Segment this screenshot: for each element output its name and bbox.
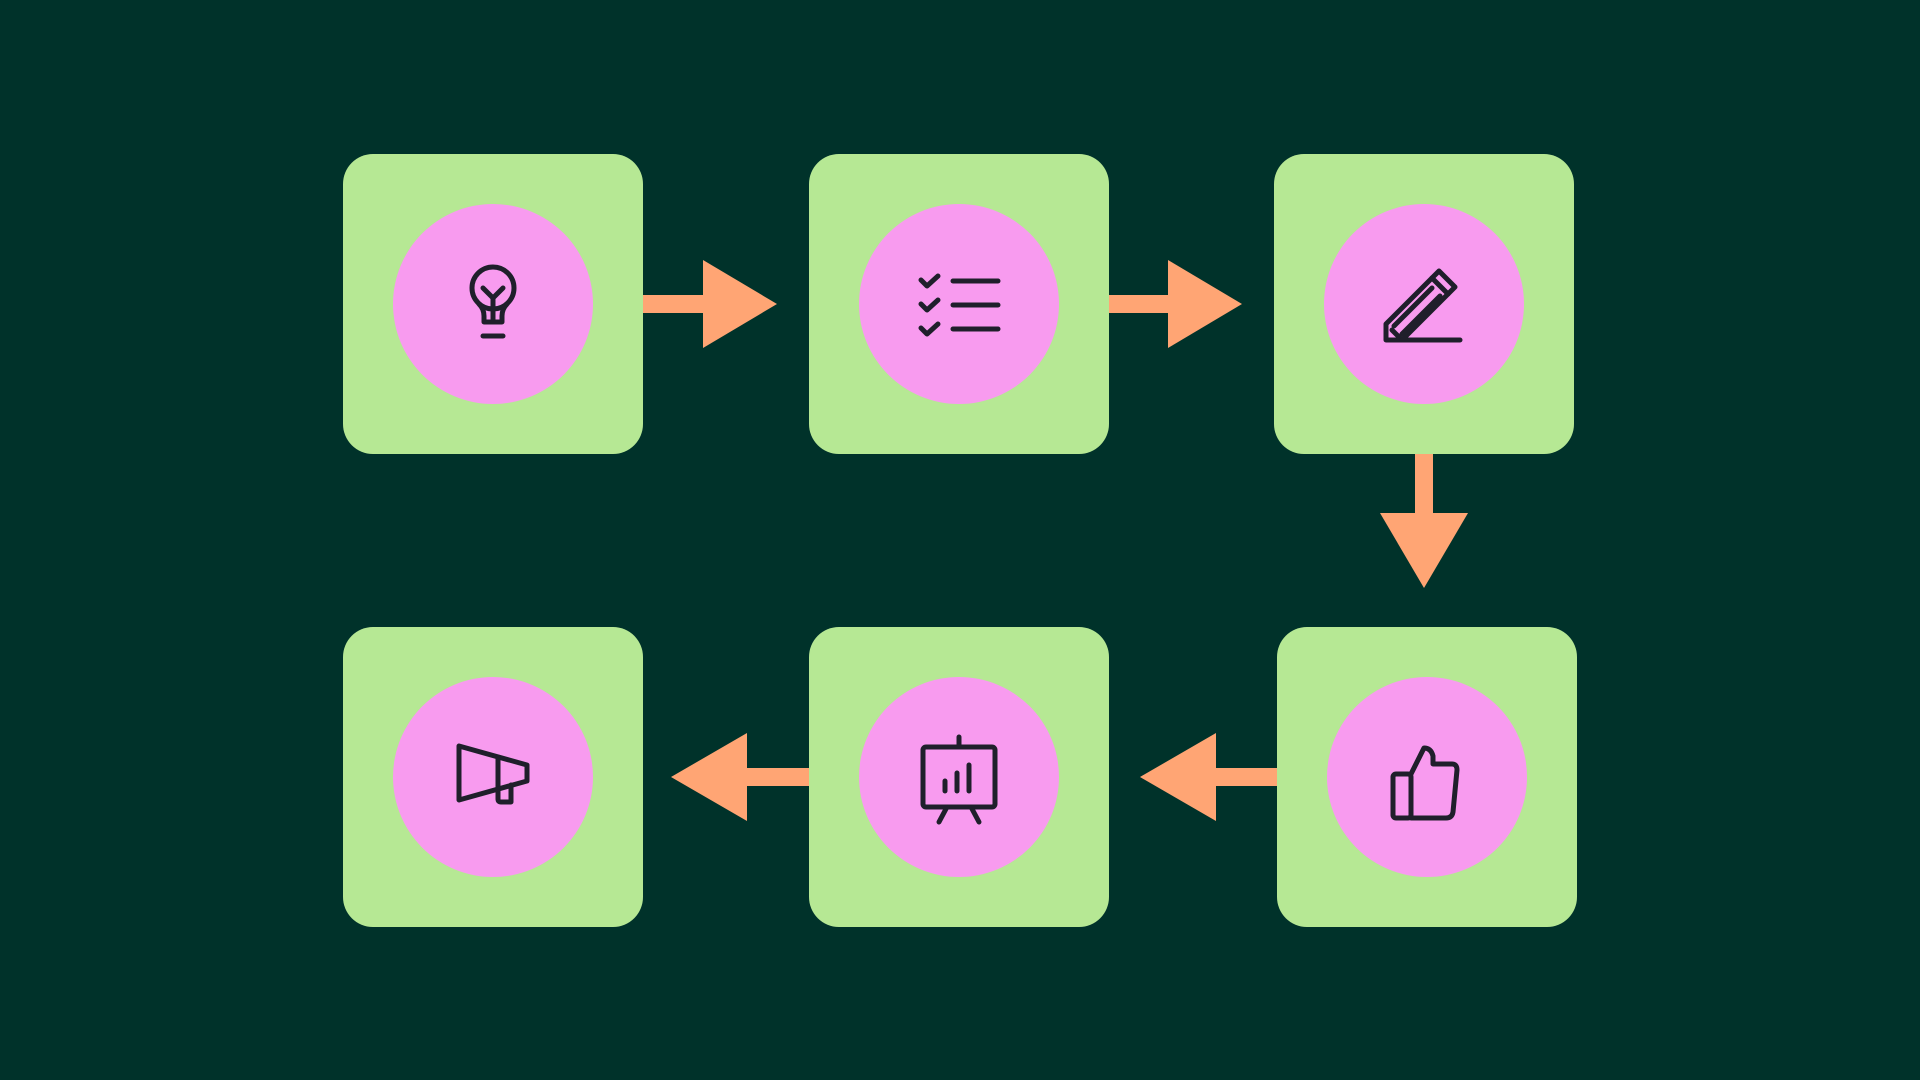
step-card-announce — [343, 627, 643, 927]
step-icon-circle — [859, 677, 1059, 877]
arrow-step-5-to-6 — [671, 733, 810, 821]
arrow-step-4-to-5 — [1140, 733, 1278, 821]
arrow-step-3-to-4 — [1380, 454, 1468, 588]
step-icon-circle — [393, 677, 593, 877]
arrow-step-1-to-2 — [643, 260, 777, 348]
presentation-board-icon — [920, 734, 998, 825]
step-card-idea — [343, 154, 643, 454]
step-card-checklist — [809, 154, 1109, 454]
step-card-write — [1274, 154, 1574, 454]
arrow-step-2-to-3 — [1108, 260, 1242, 348]
megaphone-icon — [456, 743, 530, 805]
step-icon-circle — [1324, 204, 1524, 404]
checklist-icon — [918, 273, 1001, 337]
step-icon-circle — [1327, 677, 1527, 877]
step-icon-circle — [859, 204, 1059, 404]
thumbs-up-icon — [1390, 745, 1460, 821]
lightbulb-icon — [469, 264, 517, 339]
step-card-approve — [1277, 627, 1577, 927]
step-card-present — [809, 627, 1109, 927]
pencil-icon — [1383, 268, 1463, 343]
step-icon-circle — [393, 204, 593, 404]
